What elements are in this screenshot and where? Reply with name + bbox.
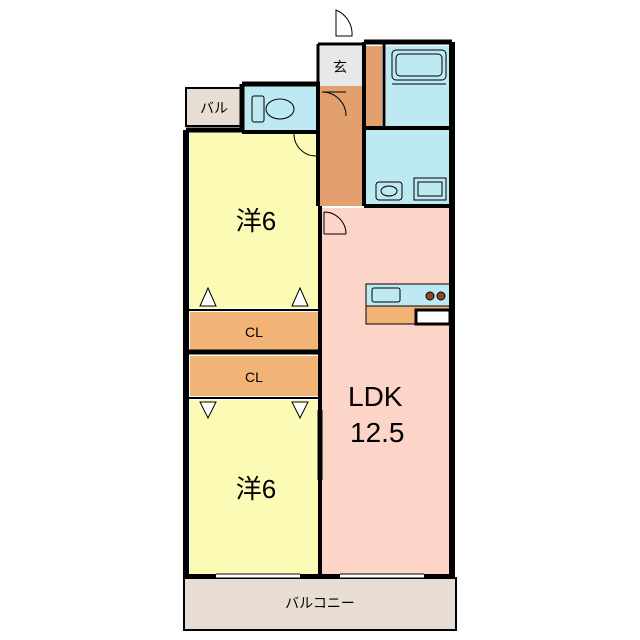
entrance-area xyxy=(318,46,362,86)
hallway-area xyxy=(320,86,364,206)
bathtub-icon xyxy=(391,49,447,85)
ldk-label: LDK xyxy=(348,381,403,412)
washing-machine-icon xyxy=(413,177,447,201)
closet-lower-label: CL xyxy=(245,369,263,385)
western-room-upper-label: 洋6 xyxy=(236,206,276,236)
western-room-lower-area xyxy=(190,400,318,574)
small-balcony-label: バル xyxy=(200,101,228,117)
kitchen-sink-icon xyxy=(371,287,401,303)
main-balcony-area xyxy=(183,577,457,631)
closet-upper-label: CL xyxy=(245,324,263,340)
main-balcony-label: バルコニー xyxy=(285,596,355,612)
closet-doors xyxy=(199,286,309,420)
toilet-icon xyxy=(251,95,295,123)
shoe-closet xyxy=(366,46,382,126)
ldk-area xyxy=(322,208,450,574)
western-room-lower-label: 洋6 xyxy=(236,474,276,504)
stove-burner-icon xyxy=(436,291,446,301)
kitchen-counter xyxy=(365,283,452,326)
closet-lower-area xyxy=(190,356,318,396)
small-balcony-area xyxy=(185,87,243,127)
closet-upper-area xyxy=(190,312,318,350)
wash-basin-icon xyxy=(375,181,403,201)
entrance-label: 玄 xyxy=(333,59,347,76)
sliding-doors[interactable] xyxy=(216,410,424,579)
western-room-upper-area xyxy=(190,132,318,308)
ldk-size-label: 12.5 xyxy=(350,417,405,448)
door-swings[interactable] xyxy=(293,9,353,235)
stove-burner-icon xyxy=(425,291,435,301)
